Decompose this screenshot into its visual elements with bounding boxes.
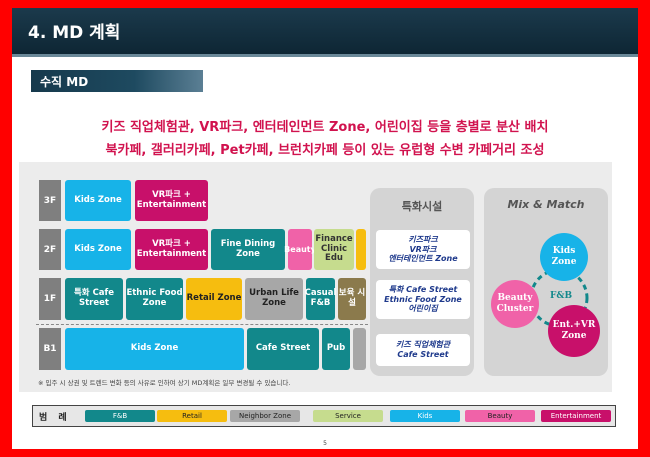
zone-1f-childcare: 보육 시설: [338, 278, 366, 320]
page-number: 5: [323, 440, 327, 447]
zone-2f-finance-clinic-edu: Finance Clinic Edu: [314, 229, 354, 270]
legend-item-fb: F&B: [85, 410, 155, 422]
legend-item-retail: Retail: [157, 410, 227, 422]
legend-item-entertainment: Entertainment: [541, 410, 611, 422]
zone-b1-pub: Pub: [322, 328, 350, 370]
mix-match-title: Mix & Match: [507, 198, 585, 211]
legend-label: 범 례: [39, 413, 71, 423]
zone-3f-kids: Kids Zone: [65, 180, 131, 221]
header-bar: 4. MD 계획: [12, 8, 638, 57]
headline-line-2: 북카페, 갤러리카페, Pet카페, 브런치카페 등이 있는 유럽형 수변 카페…: [105, 143, 545, 158]
special-box-middle: 특화 Cafe Street Ethnic Food Zone 어린이집: [376, 280, 470, 319]
zone-2f-beauty: Beauty: [284, 229, 316, 270]
zone-2f-retail: [356, 229, 366, 270]
zone-1f-casual-fb: Casual F&B: [305, 278, 336, 320]
zone-1f-retail: Retail Zone: [186, 278, 242, 320]
section-label-bar: 수직 MD: [31, 70, 203, 92]
zone-b1-neighbor: [353, 328, 366, 370]
zone-1f-urban-life: Urban Life Zone: [245, 278, 303, 320]
footnote: ※ 입주 시 상권 및 트렌드 변화 등의 사유로 인하여 상기 MD계획은 일…: [38, 379, 291, 387]
floor-label-1f: 1F: [39, 278, 61, 320]
basement-divider: [36, 324, 368, 325]
zone-1f-cafe-street: 특화 Cafe Street: [65, 278, 123, 320]
zone-2f-fine-dining: Fine Dining Zone: [211, 229, 285, 270]
mix-circle-kids: Kids Zone: [540, 233, 588, 281]
page-title: 4. MD 계획: [28, 23, 121, 43]
special-box-upper: 키즈파크 VR파크 엔터테인먼트 Zone: [376, 230, 470, 269]
section-label: 수직 MD: [40, 75, 89, 89]
zone-3f-vr-entertainment: VR파크 + Entertainment: [135, 180, 208, 221]
special-box-lower: 키즈 직업체험관 Cafe Street: [376, 334, 470, 366]
legend-item-neighbor-zone: Neighbor Zone: [230, 410, 300, 422]
floor-label-b1: B1: [39, 328, 61, 370]
floor-label-2f: 2F: [39, 229, 61, 270]
legend-item-kids: Kids: [390, 410, 460, 422]
mix-circle-entertainment: Ent.+VR Zone: [548, 305, 600, 357]
zone-2f-vr-entertainment: VR파크 + Entertainment: [135, 229, 208, 270]
legend-item-beauty: Beauty: [465, 410, 535, 422]
legend: 범 례 F&B Retail Neighbor Zone Service Kid…: [32, 405, 616, 427]
zone-b1-cafe-street: Cafe Street: [247, 328, 319, 370]
floor-label-3f: 3F: [39, 180, 61, 221]
special-facilities-title: 특화시설: [401, 200, 443, 213]
headline-line-1: 키즈 직업체험관, VR파크, 엔터테인먼트 Zone, 어린이집 등을 층별로…: [101, 120, 549, 135]
zone-b1-kids: Kids Zone: [65, 328, 244, 370]
legend-item-service: Service: [313, 410, 383, 422]
zone-1f-ethnic-food: Ethnic Food Zone: [126, 278, 183, 320]
mix-center-label: F&B: [550, 291, 573, 301]
mix-ring: [529, 268, 589, 328]
zone-2f-kids: Kids Zone: [65, 229, 131, 270]
mix-circle-beauty: Beauty Cluster: [491, 280, 539, 328]
